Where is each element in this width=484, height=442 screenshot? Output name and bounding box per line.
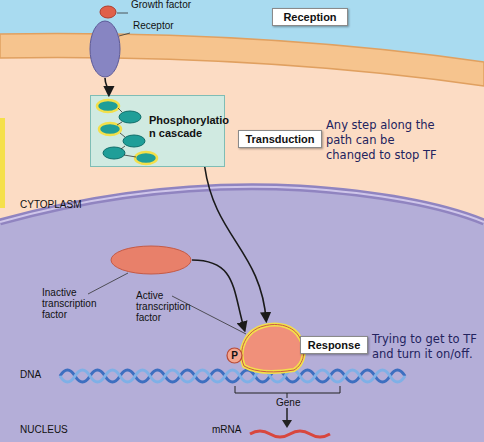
receptor-outline [90, 21, 120, 77]
handwritten-note: Any step along the path can be changed t… [326, 118, 446, 163]
kinase [103, 147, 125, 159]
cascade-arrow [124, 155, 136, 157]
leader-line [172, 296, 246, 334]
region-label: DNA [20, 369, 41, 380]
node-text: Response [308, 339, 361, 351]
region-label: CYTOPLASM [20, 199, 82, 210]
node-text: Inactive transcription factor [42, 287, 108, 320]
gene-bracket [235, 386, 340, 398]
active-tf: Active transcription factorP [236, 320, 308, 372]
kinase [99, 123, 121, 135]
connector-arrow [105, 78, 109, 95]
active-tf-shape [236, 320, 308, 372]
leader-line [117, 13, 128, 14]
cascade-arrow [117, 122, 122, 125]
leader-line [88, 273, 128, 294]
phosphate-outline [227, 348, 242, 363]
region-label: mRNA [212, 424, 241, 435]
node-text: Active transcription factor [136, 290, 202, 323]
growth-factor-outline [100, 6, 116, 18]
kinase [119, 111, 141, 123]
active-tf-edge [242, 325, 304, 372]
receptor-shape [89, 20, 121, 78]
nuclear-envelope-inner [0, 187, 484, 222]
phosphate-group: P [226, 347, 243, 364]
node-text: Phosphorylatio n cascade [149, 114, 223, 140]
plasma-membrane [0, 34, 484, 86]
arrow-head [282, 420, 292, 428]
leader-line [119, 33, 130, 36]
kinase [123, 135, 145, 147]
stage-label: Reception [272, 8, 348, 26]
transcription-arrow [286, 408, 288, 422]
kinase [135, 152, 157, 164]
stage-label: Response [300, 336, 368, 354]
node-text: P [231, 350, 238, 361]
cascade-arrow [118, 108, 122, 112]
mrna-strand [250, 431, 330, 437]
dna-strand [60, 370, 405, 382]
cascade-arrow [121, 146, 125, 149]
node-text: Reception [283, 11, 336, 23]
nuclear-envelope [0, 187, 484, 222]
cascade-arrow [120, 133, 125, 137]
dna-strand [60, 370, 405, 382]
kinase [97, 100, 119, 112]
node-text: Growth factor [131, 0, 191, 10]
growth-factor: Growth factor [99, 5, 117, 19]
active-tf-outline [242, 325, 304, 372]
growth-factor-shape [99, 5, 117, 19]
inactive-tf: Inactive transcription factor [110, 245, 192, 275]
inactive-tf-outline [111, 246, 191, 274]
node-text: Receptor [133, 20, 174, 31]
connector-arrow [192, 260, 245, 330]
region-label: Gene [276, 397, 300, 408]
stage-label: Transduction [238, 130, 322, 148]
highlight-bar [0, 118, 5, 208]
connector-arrow [205, 167, 266, 321]
node-text: Transduction [245, 133, 314, 145]
cascade-box: Phosphorylatio n cascade [90, 95, 225, 167]
handwritten-note: Trying to get to TF and turn it on/off. [372, 332, 480, 362]
nucleus [0, 187, 484, 442]
receptor: Receptor [89, 20, 121, 78]
inactive-tf-shape [110, 245, 192, 275]
region-label: NUCLEUS [20, 424, 68, 435]
